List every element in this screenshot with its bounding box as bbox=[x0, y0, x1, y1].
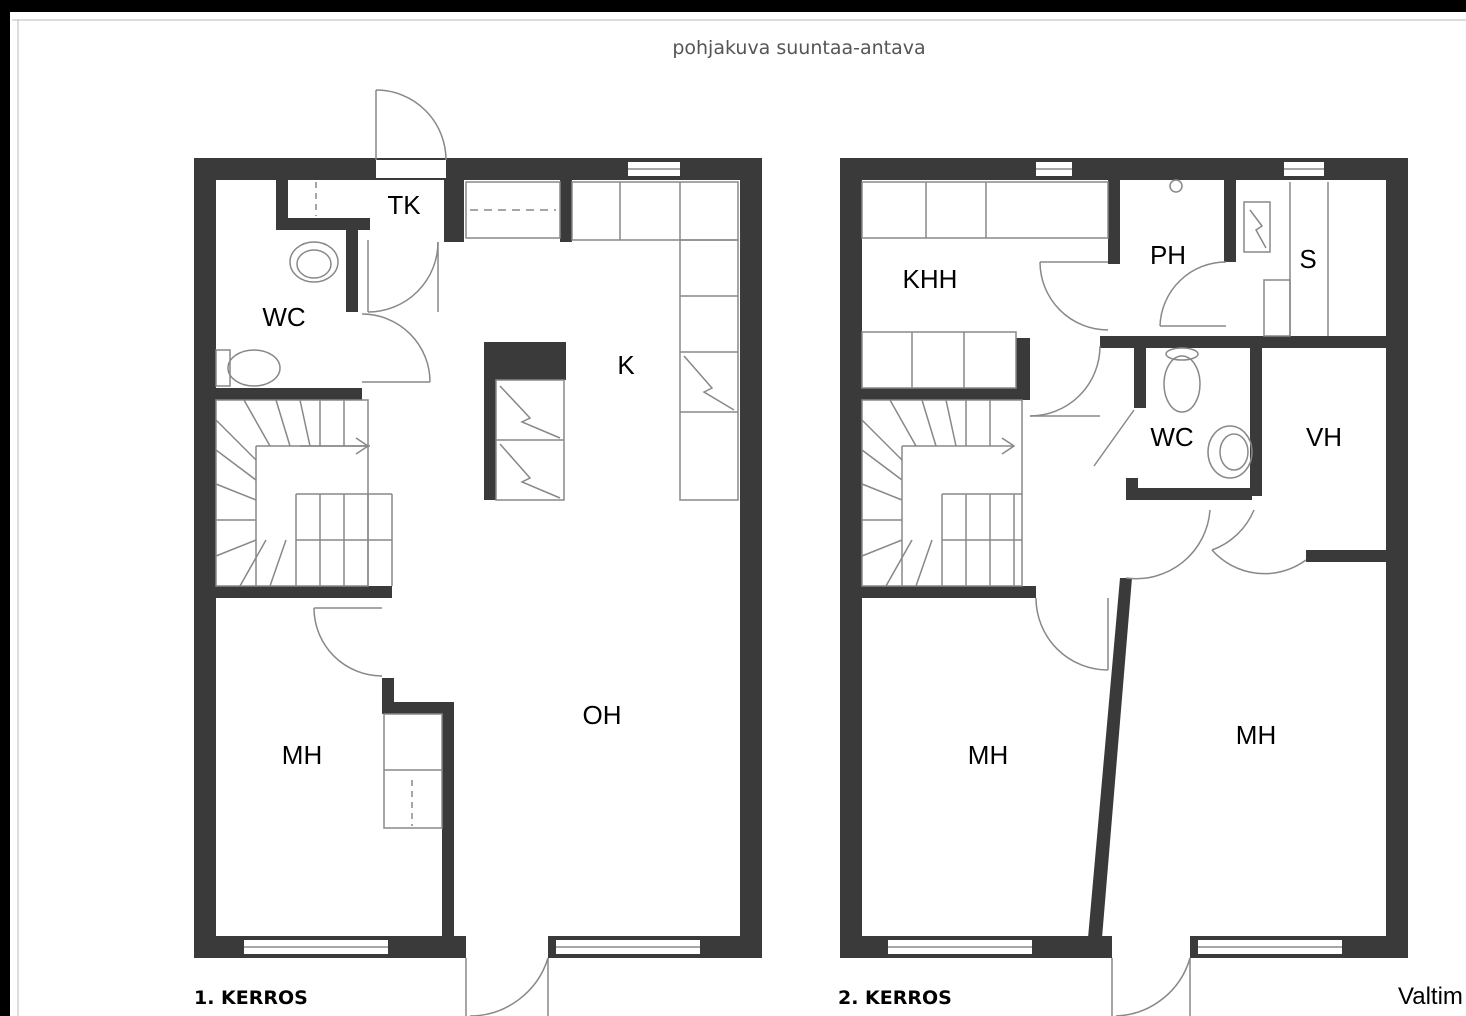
room-label-vh: VH bbox=[1306, 422, 1342, 452]
floor-2-walls bbox=[840, 158, 1408, 958]
brand-logo-text: Valtim bbox=[1398, 983, 1463, 1010]
room-label-k: K bbox=[617, 350, 635, 380]
room-label-mh: MH bbox=[282, 740, 322, 770]
room-label-mh-left: MH bbox=[968, 740, 1008, 770]
floor-2-plan: KHH PH S WC VH MH MH 2. KERROS bbox=[838, 158, 1408, 1016]
room-label-wc: WC bbox=[262, 302, 305, 332]
floor-1-label: 1. KERROS bbox=[194, 987, 308, 1009]
room-label-s: S bbox=[1299, 244, 1316, 274]
room-label-ph: PH bbox=[1150, 240, 1186, 270]
floor-1-room-labels: TK WC K OH MH bbox=[262, 190, 635, 770]
floor-2-fixtures bbox=[861, 168, 1342, 1016]
floor-2-room-labels: KHH PH S WC VH MH MH bbox=[903, 240, 1343, 770]
floor-1-plan: TK WC K OH MH 1. KERROS bbox=[194, 89, 762, 1016]
room-label-wc: WC bbox=[1150, 422, 1193, 452]
room-label-mh-right: MH bbox=[1236, 720, 1276, 750]
floor-1-fixtures bbox=[215, 89, 739, 1016]
plan-title: pohjakuva suuntaa-antava bbox=[672, 37, 925, 59]
room-label-tk: TK bbox=[387, 190, 421, 220]
floor-2-label: 2. KERROS bbox=[838, 987, 952, 1009]
room-label-oh: OH bbox=[583, 700, 622, 730]
room-label-khh: KHH bbox=[903, 264, 958, 294]
